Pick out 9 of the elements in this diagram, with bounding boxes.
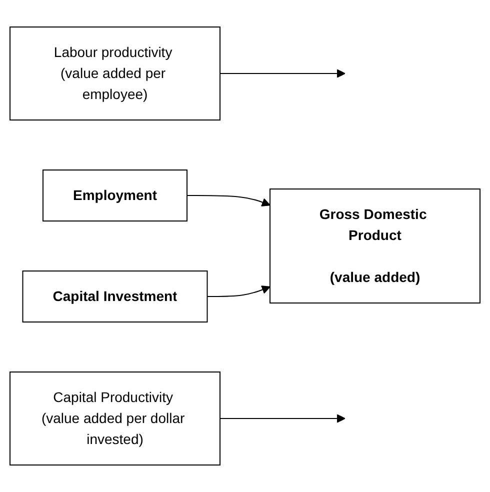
arrow [186,195,270,206]
node-box: Labour productivity (value added per employee) [10,26,220,120]
arrow [220,69,346,78]
node-box: Gross Domestic Product (value added) [270,188,480,304]
arrow [220,414,346,423]
node-box: Employment [42,170,188,222]
node-box: Capital Investment [22,270,208,322]
arrow [206,286,270,297]
node-box: Capital Productivity (value added per dollar invested) [10,372,220,466]
